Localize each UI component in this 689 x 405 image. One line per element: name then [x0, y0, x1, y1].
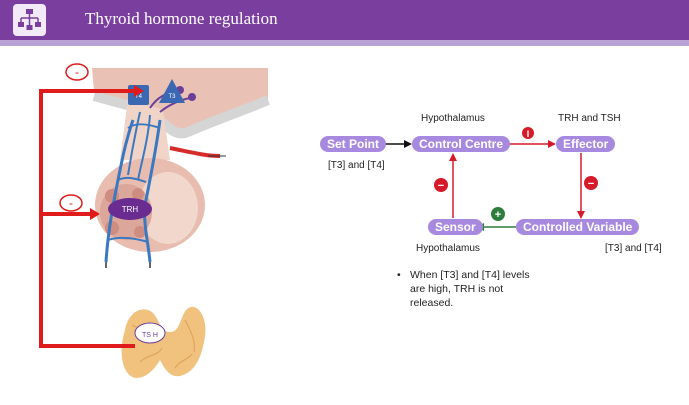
trh-tsh-label: TRH and TSH [558, 113, 621, 124]
control-centre-node: Control Centre [412, 136, 510, 152]
portal-vessel [104, 119, 135, 263]
plus-sign [491, 207, 505, 221]
inhibit-sign-effector [522, 127, 534, 139]
t3-hormone-marker [159, 79, 185, 103]
portal-vessel [137, 114, 151, 181]
bullet-note: • When [T3] and [T4] levels are high, TR… [397, 268, 532, 310]
minus-sign-variable [584, 176, 598, 190]
bullet-dot: • [397, 269, 401, 281]
minus-sign-sensor [434, 178, 448, 192]
cell-cluster [132, 188, 144, 200]
hypothalamus-label-top: Hypothalamus [421, 113, 485, 124]
t3-t4-label-left: [T3] and [T4] [328, 160, 385, 171]
set-point-node: Set Point [320, 136, 387, 152]
t3-label: T3 [168, 94, 176, 100]
inhibition-sign-top [65, 63, 89, 81]
feedback-line-to-hypothalamus [39, 89, 137, 348]
neuron-body [188, 93, 196, 101]
header-underline [0, 40, 689, 46]
arrowhead [449, 153, 457, 161]
org-chart-icon [13, 4, 46, 36]
hypothalamus-label-bottom: Hypothalamus [416, 243, 480, 254]
bullet-text: When [T3] and [T4] levels are high, TRH … [410, 269, 530, 309]
trh-label: TRH [122, 205, 139, 214]
sign-minus-left: − [438, 180, 444, 192]
arrowhead [548, 140, 556, 148]
tsh-marker [134, 322, 166, 344]
vessel-end [105, 262, 151, 268]
minus-mid: - [69, 196, 73, 210]
t4-label: T4 [135, 94, 143, 100]
brain-membrane [92, 91, 270, 139]
header-bar: Thyroid hormone regulation [0, 0, 689, 40]
feedback-arrowhead [90, 208, 100, 220]
pituitary-thyroid-illustration: T4 T3 TRH TS H - - [39, 63, 270, 378]
t3-t4-label-right: [T3] and [T4] [605, 243, 662, 254]
portal-vessel [143, 119, 162, 263]
portal-vessel [127, 111, 141, 176]
sign-minus-right: − [588, 178, 594, 190]
trh-marker [108, 198, 152, 220]
effector-node: Effector [556, 136, 616, 152]
arrowhead [404, 140, 412, 148]
feedback-arrowhead [134, 85, 144, 97]
inhibition-sign-mid [59, 194, 83, 212]
controlled-variable-node: Controlled Variable [516, 219, 640, 235]
page-title: Thyroid hormone regulation [85, 9, 278, 28]
sensor-node: Sensor [428, 219, 483, 235]
minus-top: - [75, 65, 79, 79]
cell-cluster [134, 226, 146, 238]
sign-effector-text: I [527, 129, 530, 139]
posterior-lobe [138, 172, 198, 244]
portal-vessel [127, 123, 161, 129]
tsh-label: TS H [142, 332, 158, 339]
arrowhead [577, 211, 585, 219]
portal-vessel [107, 236, 149, 243]
portal-vessel [117, 176, 147, 183]
sign-plus-text: + [495, 209, 501, 221]
